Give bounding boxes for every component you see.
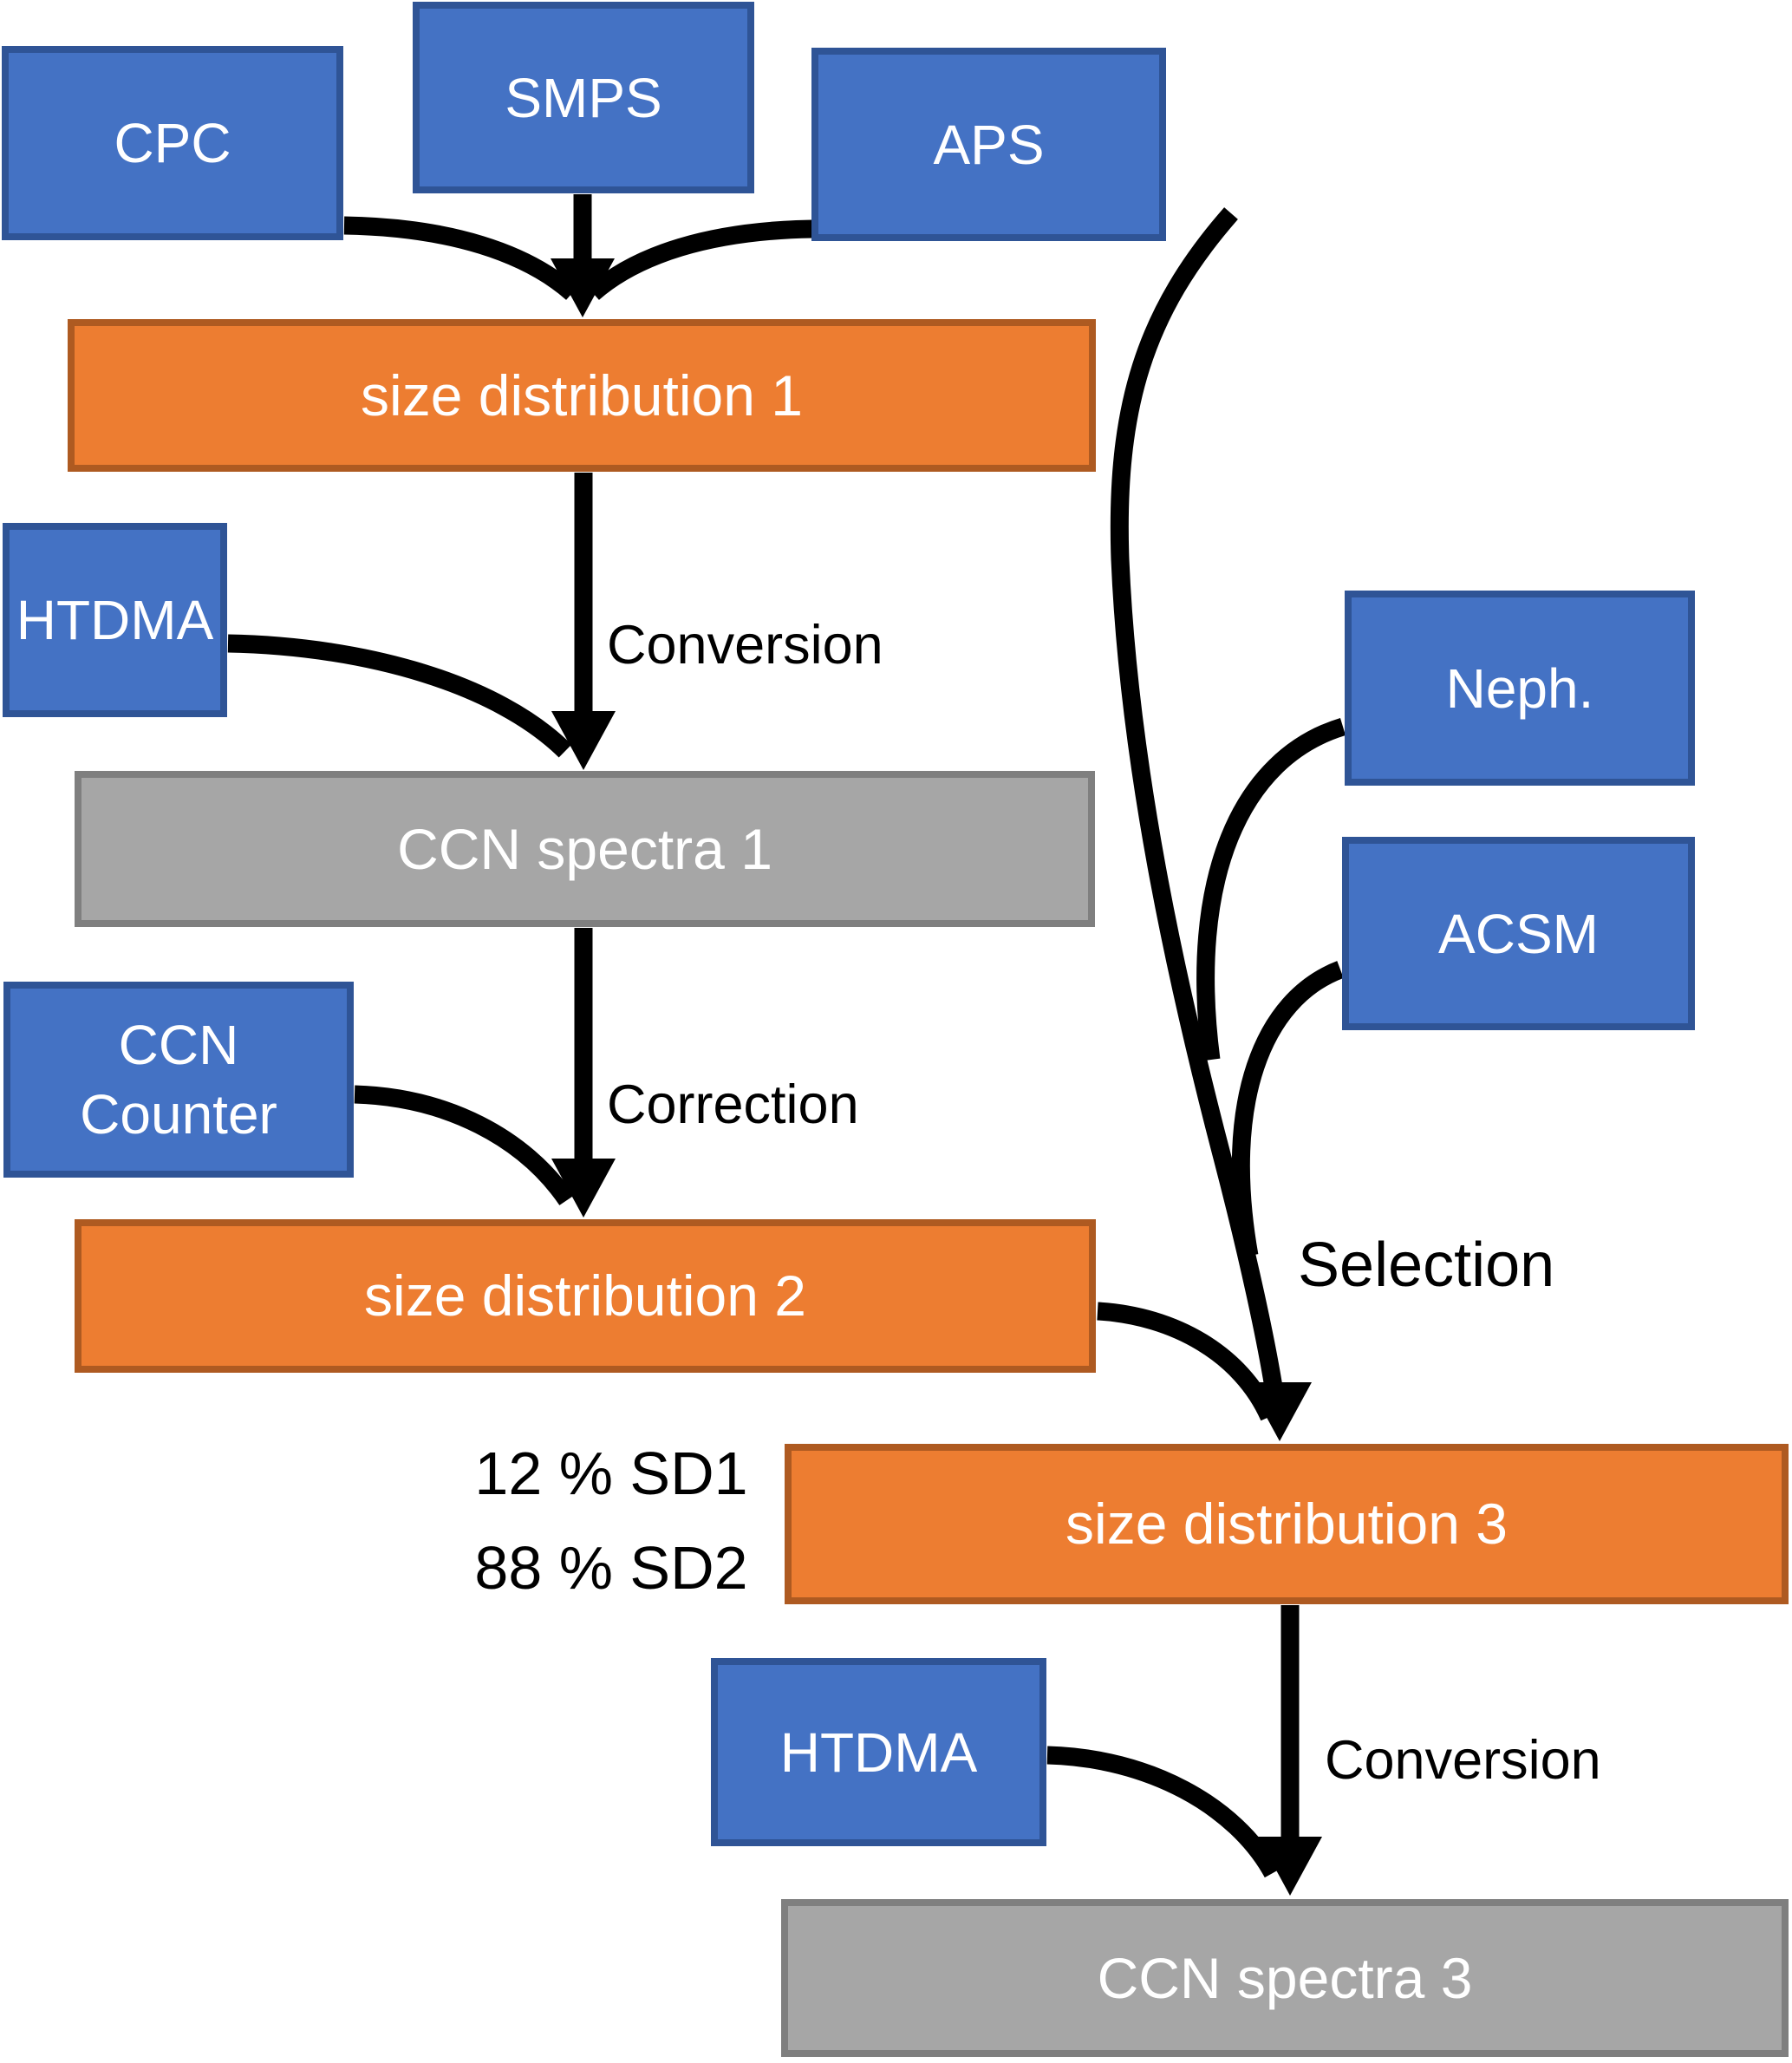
arrow-acsm-join bbox=[1231, 961, 1344, 1257]
arrow-ccncounter-join bbox=[354, 1085, 575, 1205]
label-conversion-2: Conversion bbox=[1325, 1730, 1601, 1791]
node-smps: SMPS bbox=[413, 2, 754, 193]
node-cpc: CPC bbox=[2, 46, 343, 240]
ccn-counter-line2: Counter bbox=[80, 1083, 277, 1146]
node-ccn-counter: CCN Counter bbox=[3, 982, 354, 1178]
label-conversion-1: Conversion bbox=[607, 615, 883, 676]
arrowhead-sd1 bbox=[551, 258, 615, 317]
label-mix-sd2: 88 % SD2 bbox=[474, 1533, 748, 1602]
label-correction: Correction bbox=[607, 1074, 859, 1135]
node-size-distribution-3: size distribution 3 bbox=[785, 1444, 1789, 1604]
arrow-aps-to-sd1 bbox=[587, 219, 813, 300]
arrow-htdma1-join bbox=[227, 634, 572, 758]
node-neph: Neph. bbox=[1345, 591, 1695, 786]
node-ccn-spectra-1: CCN spectra 1 bbox=[75, 771, 1095, 927]
node-acsm: ACSM bbox=[1342, 837, 1695, 1030]
arrowhead-ccn3 bbox=[1258, 1837, 1322, 1896]
node-ccn-spectra-3: CCN spectra 3 bbox=[781, 1899, 1789, 2057]
arrow-cpc-to-sd1 bbox=[343, 216, 578, 300]
label-mix-fractions: 12 % SD1 88 % SD2 bbox=[468, 1426, 754, 1615]
node-size-distribution-1: size distribution 1 bbox=[68, 319, 1096, 472]
arrow-selection-to-sd3 bbox=[1110, 207, 1284, 1394]
arrow-sd2-join bbox=[1097, 1302, 1278, 1421]
node-htdma-2: HTDMA bbox=[711, 1658, 1046, 1846]
arrow-htdma2-join bbox=[1046, 1746, 1281, 1878]
label-mix-sd1: 12 % SD1 bbox=[474, 1440, 748, 1507]
arrow-neph-join bbox=[1196, 717, 1346, 1061]
ccn-counter-line1: CCN bbox=[118, 1014, 239, 1076]
node-size-distribution-2: size distribution 2 bbox=[75, 1219, 1096, 1373]
node-aps: APS bbox=[811, 48, 1166, 241]
arrowhead-ccn1 bbox=[551, 711, 616, 770]
label-selection: Selection bbox=[1298, 1231, 1555, 1300]
arrowhead-sd3 bbox=[1248, 1382, 1312, 1441]
node-htdma-1: HTDMA bbox=[3, 523, 227, 717]
arrowhead-sd2 bbox=[551, 1159, 616, 1218]
